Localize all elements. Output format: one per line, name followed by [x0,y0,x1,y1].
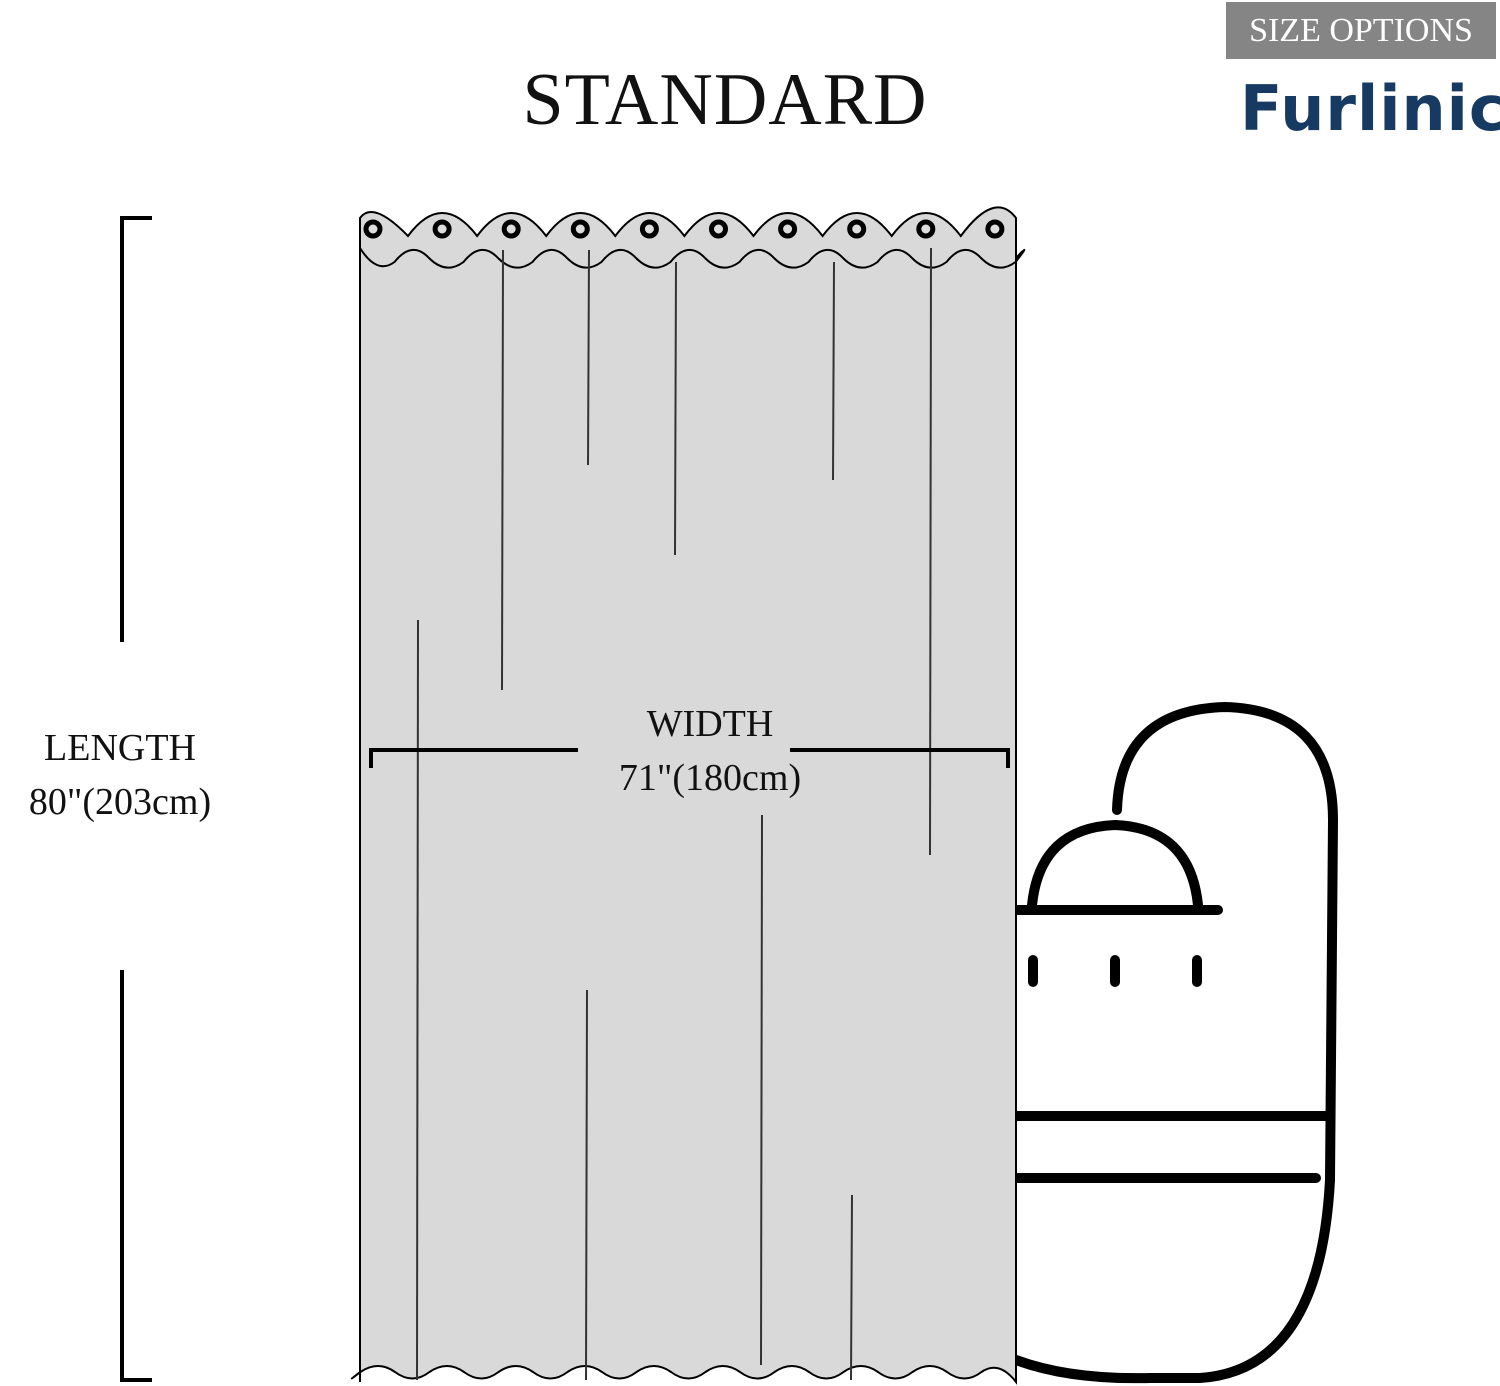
grommet-icon [363,219,383,239]
grommet-icon [916,219,936,239]
grommet-icon [639,219,659,239]
shower-head-icon [1027,819,1203,910]
size-options-badge: SIZE OPTIONS [1226,2,1496,59]
width-value: 71"(180cm) [618,757,802,799]
grommet-icon [570,219,590,239]
curtain-fold [674,261,677,556]
grommet-icon [847,219,867,239]
brand-logo: Furlinic [1240,72,1500,145]
grommet-icon [501,219,521,239]
tub-outline [1011,701,1339,1384]
curtain-fold [760,814,763,1366]
curtain-fold [929,247,932,856]
curtain [350,206,1026,1385]
grommet-icon [778,219,798,239]
grommet-icon [985,219,1005,239]
length-bracket [120,216,152,1382]
grommet-icon [432,219,452,239]
length-value: 80"(203cm) [28,781,212,823]
length-label: LENGTH [44,727,196,769]
page-title: STANDARD [522,59,928,141]
width-bracket [369,748,1010,768]
bathtub-illustration [1011,701,1339,1384]
curtain-fold [585,989,588,1381]
curtain-fold [501,249,504,691]
curtain-fold [850,1194,853,1381]
curtain-panel [350,206,1017,1385]
width-label: WIDTH [646,703,774,745]
curtain-fold [416,619,419,1381]
header-wave [359,247,1026,269]
curtain-fold [587,249,590,466]
curtain-fold [832,261,835,481]
grommet-icon [709,219,728,239]
